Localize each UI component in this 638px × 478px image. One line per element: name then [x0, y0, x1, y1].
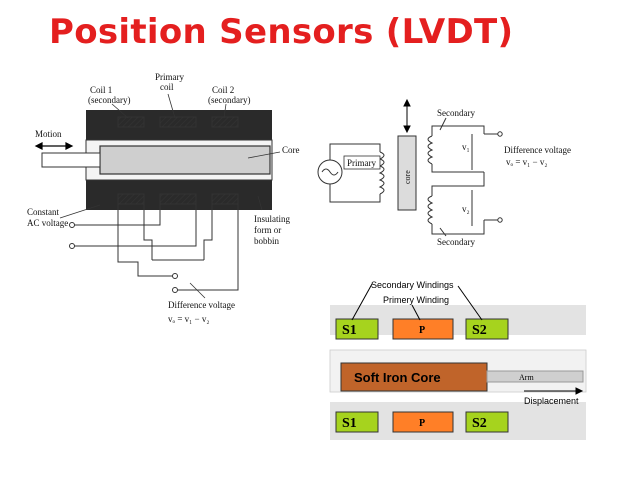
s1-top-label: S1	[342, 323, 357, 338]
insulating-label: Insulating	[254, 214, 290, 224]
displacement-arrow	[524, 387, 584, 395]
p-bottom-block	[392, 411, 454, 433]
primary-bottom	[159, 193, 197, 205]
coil1-sublabel: (secondary)	[88, 95, 130, 105]
coil2-label: Coil 2	[212, 85, 234, 95]
v2-label: v₂	[462, 204, 470, 214]
primary-top	[159, 116, 197, 128]
lvdt-schematic: Primary core Secondary Secondary v₁ v₂ D…	[317, 98, 571, 247]
coil1-label: Coil 1	[90, 85, 112, 95]
s1-top-block	[335, 318, 379, 340]
coil1-top	[117, 116, 145, 128]
core-motion-arrow	[403, 98, 411, 134]
primary-label: Primary	[347, 158, 376, 168]
secondary-bottom-label: Secondary	[437, 237, 475, 247]
coil1-bottom	[117, 193, 145, 205]
s1-bottom-label: S1	[342, 416, 357, 431]
coil2-bottom	[211, 193, 239, 205]
arm-label: Arm	[519, 373, 534, 382]
s2-bottom-label: S2	[472, 416, 487, 431]
slide-title: Position Sensors (LVDT)	[49, 12, 514, 52]
constant-ac-label: Constant	[27, 207, 60, 217]
p-top-block	[392, 318, 454, 340]
wiring	[72, 204, 239, 291]
motion-label: Motion	[35, 129, 62, 139]
schematic-core	[397, 135, 417, 211]
v1-label: v₁	[462, 142, 470, 152]
arm-block	[486, 370, 584, 383]
primary-coil-icon	[378, 151, 385, 195]
diff-voltage-label: Difference voltage	[168, 300, 235, 310]
insulating-sublabel-1: form or	[254, 225, 281, 235]
motion-arrow	[34, 142, 74, 150]
secondary-windings-label: Secondary Windings	[371, 280, 454, 290]
secondary-top-label: Secondary	[437, 108, 475, 118]
diff-voltage-equation: vₒ = v₁ − v₂	[168, 314, 210, 324]
schematic-diff-voltage-label: Difference voltage	[504, 145, 571, 155]
primary-coil-sublabel: coil	[160, 82, 174, 92]
coil2-top	[211, 116, 239, 128]
primary-coil-label: Primary	[155, 72, 184, 82]
coil2-sublabel: (secondary)	[208, 95, 250, 105]
primary-winding-label: Primery Winding	[383, 295, 449, 305]
secondary-coil-top-icon	[427, 135, 434, 165]
constant-ac-sublabel: AC voltage	[27, 218, 68, 228]
core-rod	[99, 145, 271, 175]
p-top-label: P	[419, 325, 425, 336]
insulating-sublabel-2: bobbin	[254, 236, 280, 246]
soft-iron-core-label: Soft Iron Core	[354, 370, 441, 385]
core-label: core	[403, 170, 412, 184]
secondary-coil-bottom-icon	[427, 195, 434, 225]
s2-top-label: S2	[472, 323, 487, 338]
s2-top-block	[465, 318, 509, 340]
lvdt-cross-section: Coil 1 (secondary) Primary coil Coil 2 (…	[27, 72, 300, 324]
lvdt-block-diagram: Secondary Windings Primery Winding Displ…	[329, 280, 587, 440]
p-bottom-label: P	[419, 418, 425, 429]
s2-bottom-block	[465, 411, 509, 433]
soft-iron-core-block	[340, 362, 488, 392]
core-label: Core	[282, 145, 300, 155]
schematic-diff-voltage-equation: vₒ = v₁ − v₂	[506, 157, 548, 167]
s1-bottom-block	[335, 411, 379, 433]
displacement-label: Displacement	[524, 396, 579, 406]
